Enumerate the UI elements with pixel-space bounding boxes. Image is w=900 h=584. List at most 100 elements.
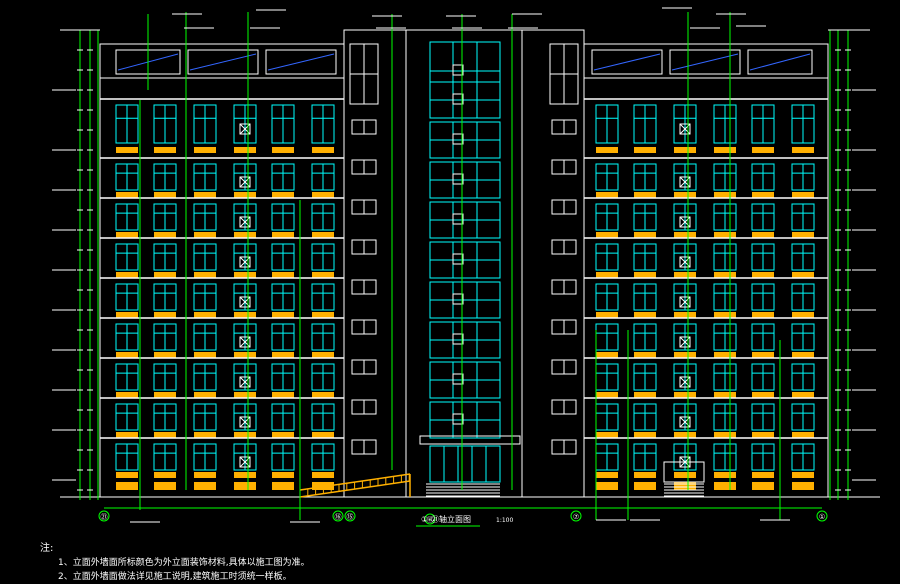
balcony-rail-accent <box>752 192 774 198</box>
balcony-rail-accent <box>714 147 736 153</box>
vent-grille <box>679 256 691 268</box>
balcony-rail-accent <box>714 352 736 358</box>
balcony-rail-accent <box>154 232 176 238</box>
balcony-rail-accent <box>194 147 216 153</box>
balcony-rail-accent <box>752 147 774 153</box>
balcony-rail-accent <box>792 272 814 278</box>
balcony-rail-accent <box>634 147 656 153</box>
notes-block: 注: 1、立面外墙面所标颜色为外立面装饰材料,具体以施工图为准。 2、立面外墙面… <box>40 542 310 584</box>
roof-parapet-panel <box>265 49 337 75</box>
vent-grille <box>452 64 464 76</box>
balcony-rail-accent <box>272 192 294 198</box>
balcony-rail-accent <box>714 472 736 478</box>
balcony-rail-accent <box>634 432 656 438</box>
balcony-rail-accent <box>272 147 294 153</box>
balcony-rail-accent <box>792 232 814 238</box>
balcony-rail-accent <box>596 192 618 198</box>
balcony-rail-accent <box>714 232 736 238</box>
balcony-rail-accent <box>116 432 138 438</box>
entrance-canopy <box>419 435 521 445</box>
vent-grille <box>239 256 251 268</box>
balcony-rail-accent <box>596 352 618 358</box>
axis-bubble-11 <box>424 513 436 525</box>
roof-parapet-panel <box>591 49 663 75</box>
ground-accent <box>154 482 176 490</box>
roof-parapet-panel <box>747 49 813 75</box>
ground-accent <box>272 482 294 490</box>
balcony-rail-accent <box>312 432 334 438</box>
balcony-rail-accent <box>792 352 814 358</box>
balcony-rail-accent <box>714 392 736 398</box>
ground-accent <box>752 482 774 490</box>
balcony-rail-accent <box>154 272 176 278</box>
balcony-rail-accent <box>154 312 176 318</box>
balcony-rail-accent <box>714 272 736 278</box>
balcony-rail-accent <box>234 147 256 153</box>
vent-grille <box>679 296 691 308</box>
balcony-rail-accent <box>154 352 176 358</box>
right-axis-bubble-label: ① <box>819 513 825 521</box>
vent-grille <box>239 336 251 348</box>
balcony-rail-accent <box>234 192 256 198</box>
vent-grille <box>239 456 251 468</box>
balcony-rail-accent <box>752 352 774 358</box>
balcony-rail-accent <box>272 392 294 398</box>
vent-grille <box>679 336 691 348</box>
balcony-rail-accent <box>674 272 696 278</box>
roof-hatch-line <box>749 53 811 71</box>
right-wing-outline <box>583 43 829 498</box>
balcony-rail-accent <box>596 432 618 438</box>
balcony-rail-accent <box>116 272 138 278</box>
axis-bubble-7-label: ⑦ <box>573 513 579 521</box>
ground-accent <box>234 482 256 490</box>
balcony-rail-accent <box>792 192 814 198</box>
vent-grille <box>679 416 691 428</box>
ramp-top <box>299 473 411 491</box>
balcony-rail-accent <box>154 147 176 153</box>
balcony-rail-accent <box>194 392 216 398</box>
balcony-rail-accent <box>596 232 618 238</box>
vent-grille <box>239 296 251 308</box>
balcony-rail-accent <box>194 352 216 358</box>
ground-accent <box>634 482 656 490</box>
side-entrance-door <box>663 461 705 483</box>
balcony-rail-accent <box>634 352 656 358</box>
axis-bubble-16 <box>332 510 344 522</box>
balcony-rail-accent <box>272 352 294 358</box>
balcony-rail-accent <box>234 312 256 318</box>
axis-bubble-7 <box>570 510 582 522</box>
balcony-rail-accent <box>312 272 334 278</box>
balcony-rail-accent <box>634 472 656 478</box>
balcony-rail-accent <box>116 352 138 358</box>
balcony-rail-accent <box>674 232 696 238</box>
balcony-rail-accent <box>234 272 256 278</box>
balcony-rail-accent <box>752 472 774 478</box>
roof-hatch-line <box>267 53 335 71</box>
axis-bubble-11-label: ⑪ <box>427 516 434 524</box>
balcony-rail-accent <box>596 147 618 153</box>
vent-grille <box>679 123 691 135</box>
left-axis-bubble <box>98 510 110 522</box>
balcony-rail-accent <box>674 147 696 153</box>
balcony-rail-accent <box>116 472 138 478</box>
balcony-rail-accent <box>674 392 696 398</box>
ground-accent <box>194 482 216 490</box>
balcony-rail-accent <box>714 432 736 438</box>
balcony-rail-accent <box>194 272 216 278</box>
roof-hatch-line <box>189 53 257 71</box>
note-item-1: 1、立面外墙面所标颜色为外立面装饰材料,具体以施工图为准。 <box>58 558 310 568</box>
balcony-rail-accent <box>312 352 334 358</box>
balcony-rail-accent <box>596 392 618 398</box>
right-axis-bubble <box>816 510 828 522</box>
vent-grille <box>452 173 464 185</box>
vent-grille <box>452 93 464 105</box>
drawing-title: ①-㉑轴立面图 <box>421 514 471 524</box>
balcony-rail-accent <box>234 352 256 358</box>
balcony-rail-accent <box>116 312 138 318</box>
vent-grille <box>679 176 691 188</box>
balcony-rail-accent <box>752 232 774 238</box>
entrance-glazing <box>429 445 501 483</box>
vent-grille <box>679 216 691 228</box>
balcony-rail-accent <box>116 147 138 153</box>
balcony-rail-accent <box>674 312 696 318</box>
